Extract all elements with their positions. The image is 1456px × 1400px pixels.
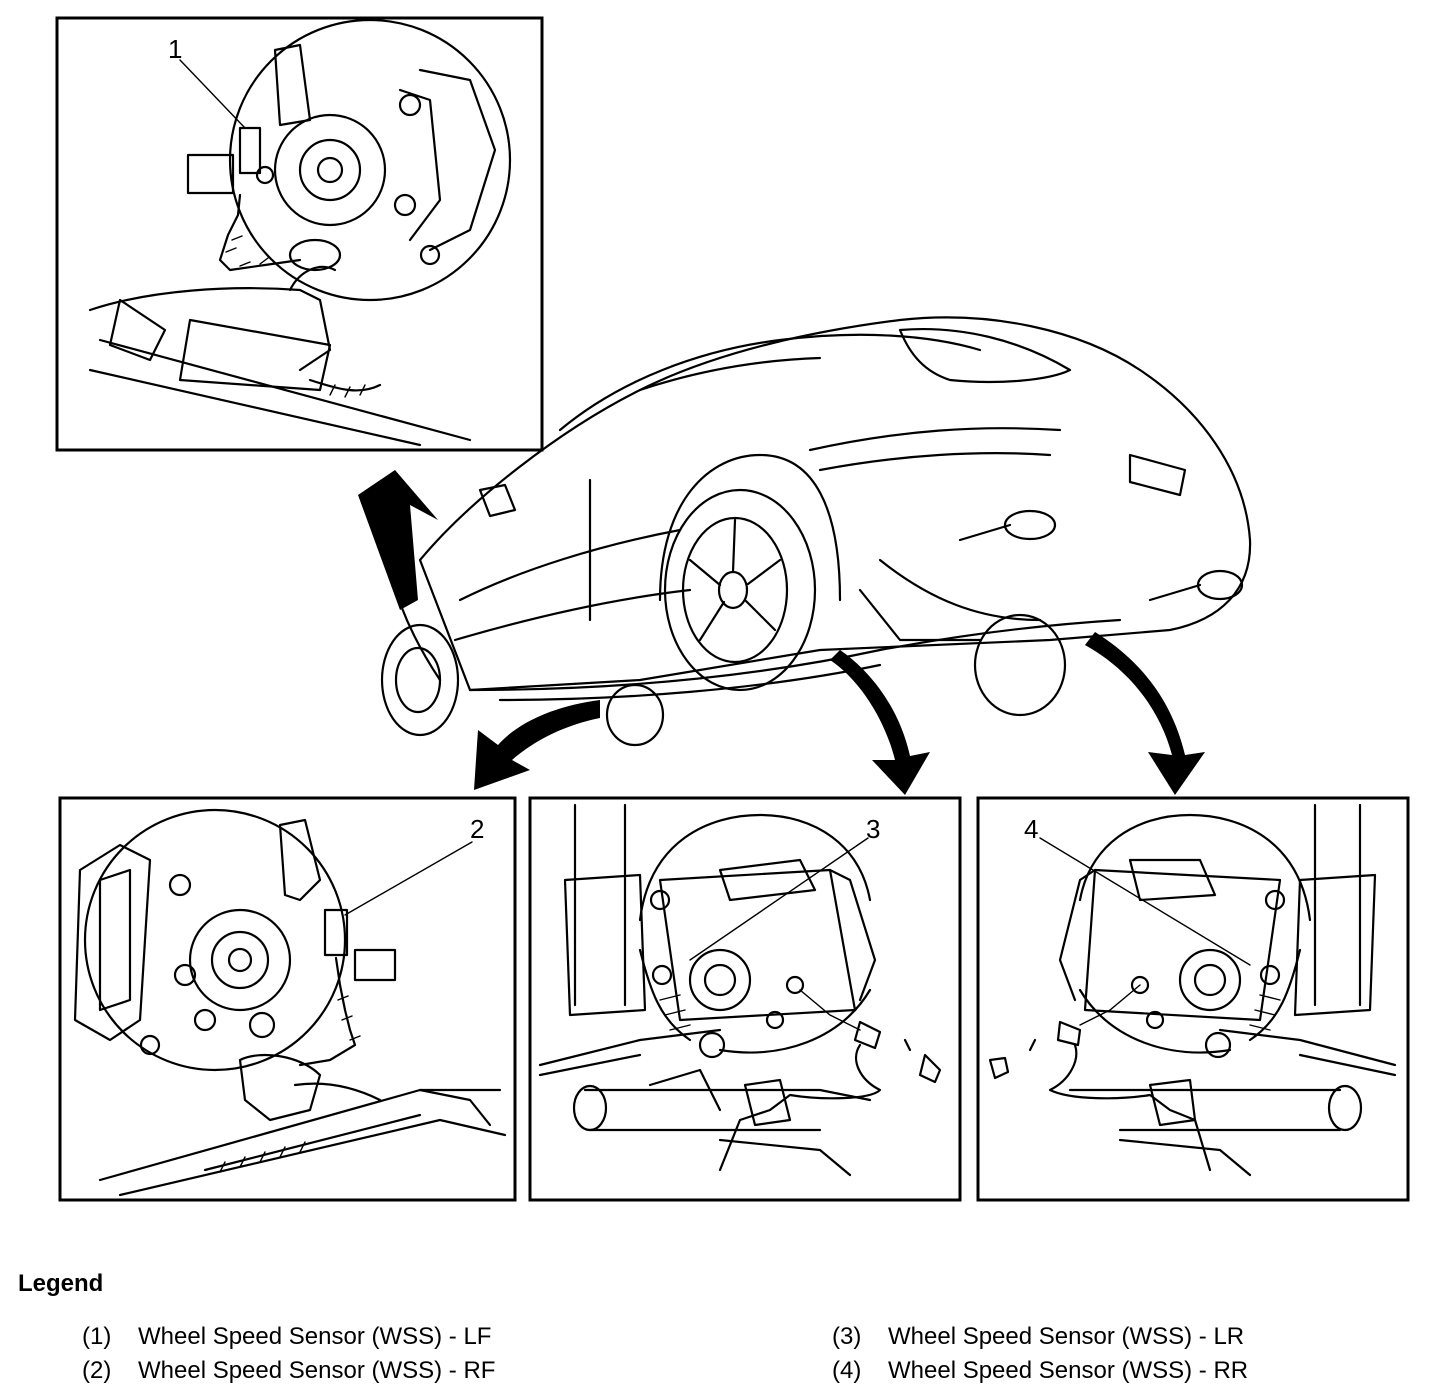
vehicle-illustration [380, 316, 1252, 747]
panel-rf-sensor [58, 796, 517, 1202]
legend-item: (2) Wheel Speed Sensor (WSS) - RF [82, 1357, 495, 1385]
legend-item: (4) Wheel Speed Sensor (WSS) - RR [832, 1357, 1248, 1385]
panel-rr-sensor [976, 796, 1410, 1202]
arrow-to-rr [1085, 632, 1205, 795]
legend-item-text: Wheel Speed Sensor (WSS) - LR [888, 1323, 1245, 1350]
callout-1: 1 [168, 34, 182, 64]
callout-4: 4 [1024, 814, 1038, 844]
legend-item-text: Wheel Speed Sensor (WSS) - RR [888, 1357, 1249, 1384]
legend-item-number: (2) [82, 1357, 112, 1384]
panel-lr-sensor [528, 796, 962, 1202]
legend-item: (3) Wheel Speed Sensor (WSS) - LR [832, 1323, 1244, 1351]
diagram-illustration: 1 2 3 4 [55, 16, 1410, 1202]
legend-item-number: (1) [82, 1323, 112, 1350]
legend-item-text: Wheel Speed Sensor (WSS) - RF [138, 1357, 496, 1384]
legend-title: Legend [18, 1270, 104, 1297]
callout-2: 2 [470, 814, 484, 844]
legend-item-number: (3) [832, 1323, 862, 1350]
legend-item-text: Wheel Speed Sensor (WSS) - LF [138, 1323, 492, 1350]
arrow-to-lf [358, 470, 442, 682]
legend-item: (1) Wheel Speed Sensor (WSS) - LF [82, 1323, 491, 1351]
legend-item-number: (4) [832, 1357, 862, 1384]
arrow-to-lr [830, 650, 930, 795]
callout-3: 3 [866, 814, 880, 844]
arrow-to-rf [474, 700, 600, 790]
panel-lf-sensor [55, 16, 544, 452]
